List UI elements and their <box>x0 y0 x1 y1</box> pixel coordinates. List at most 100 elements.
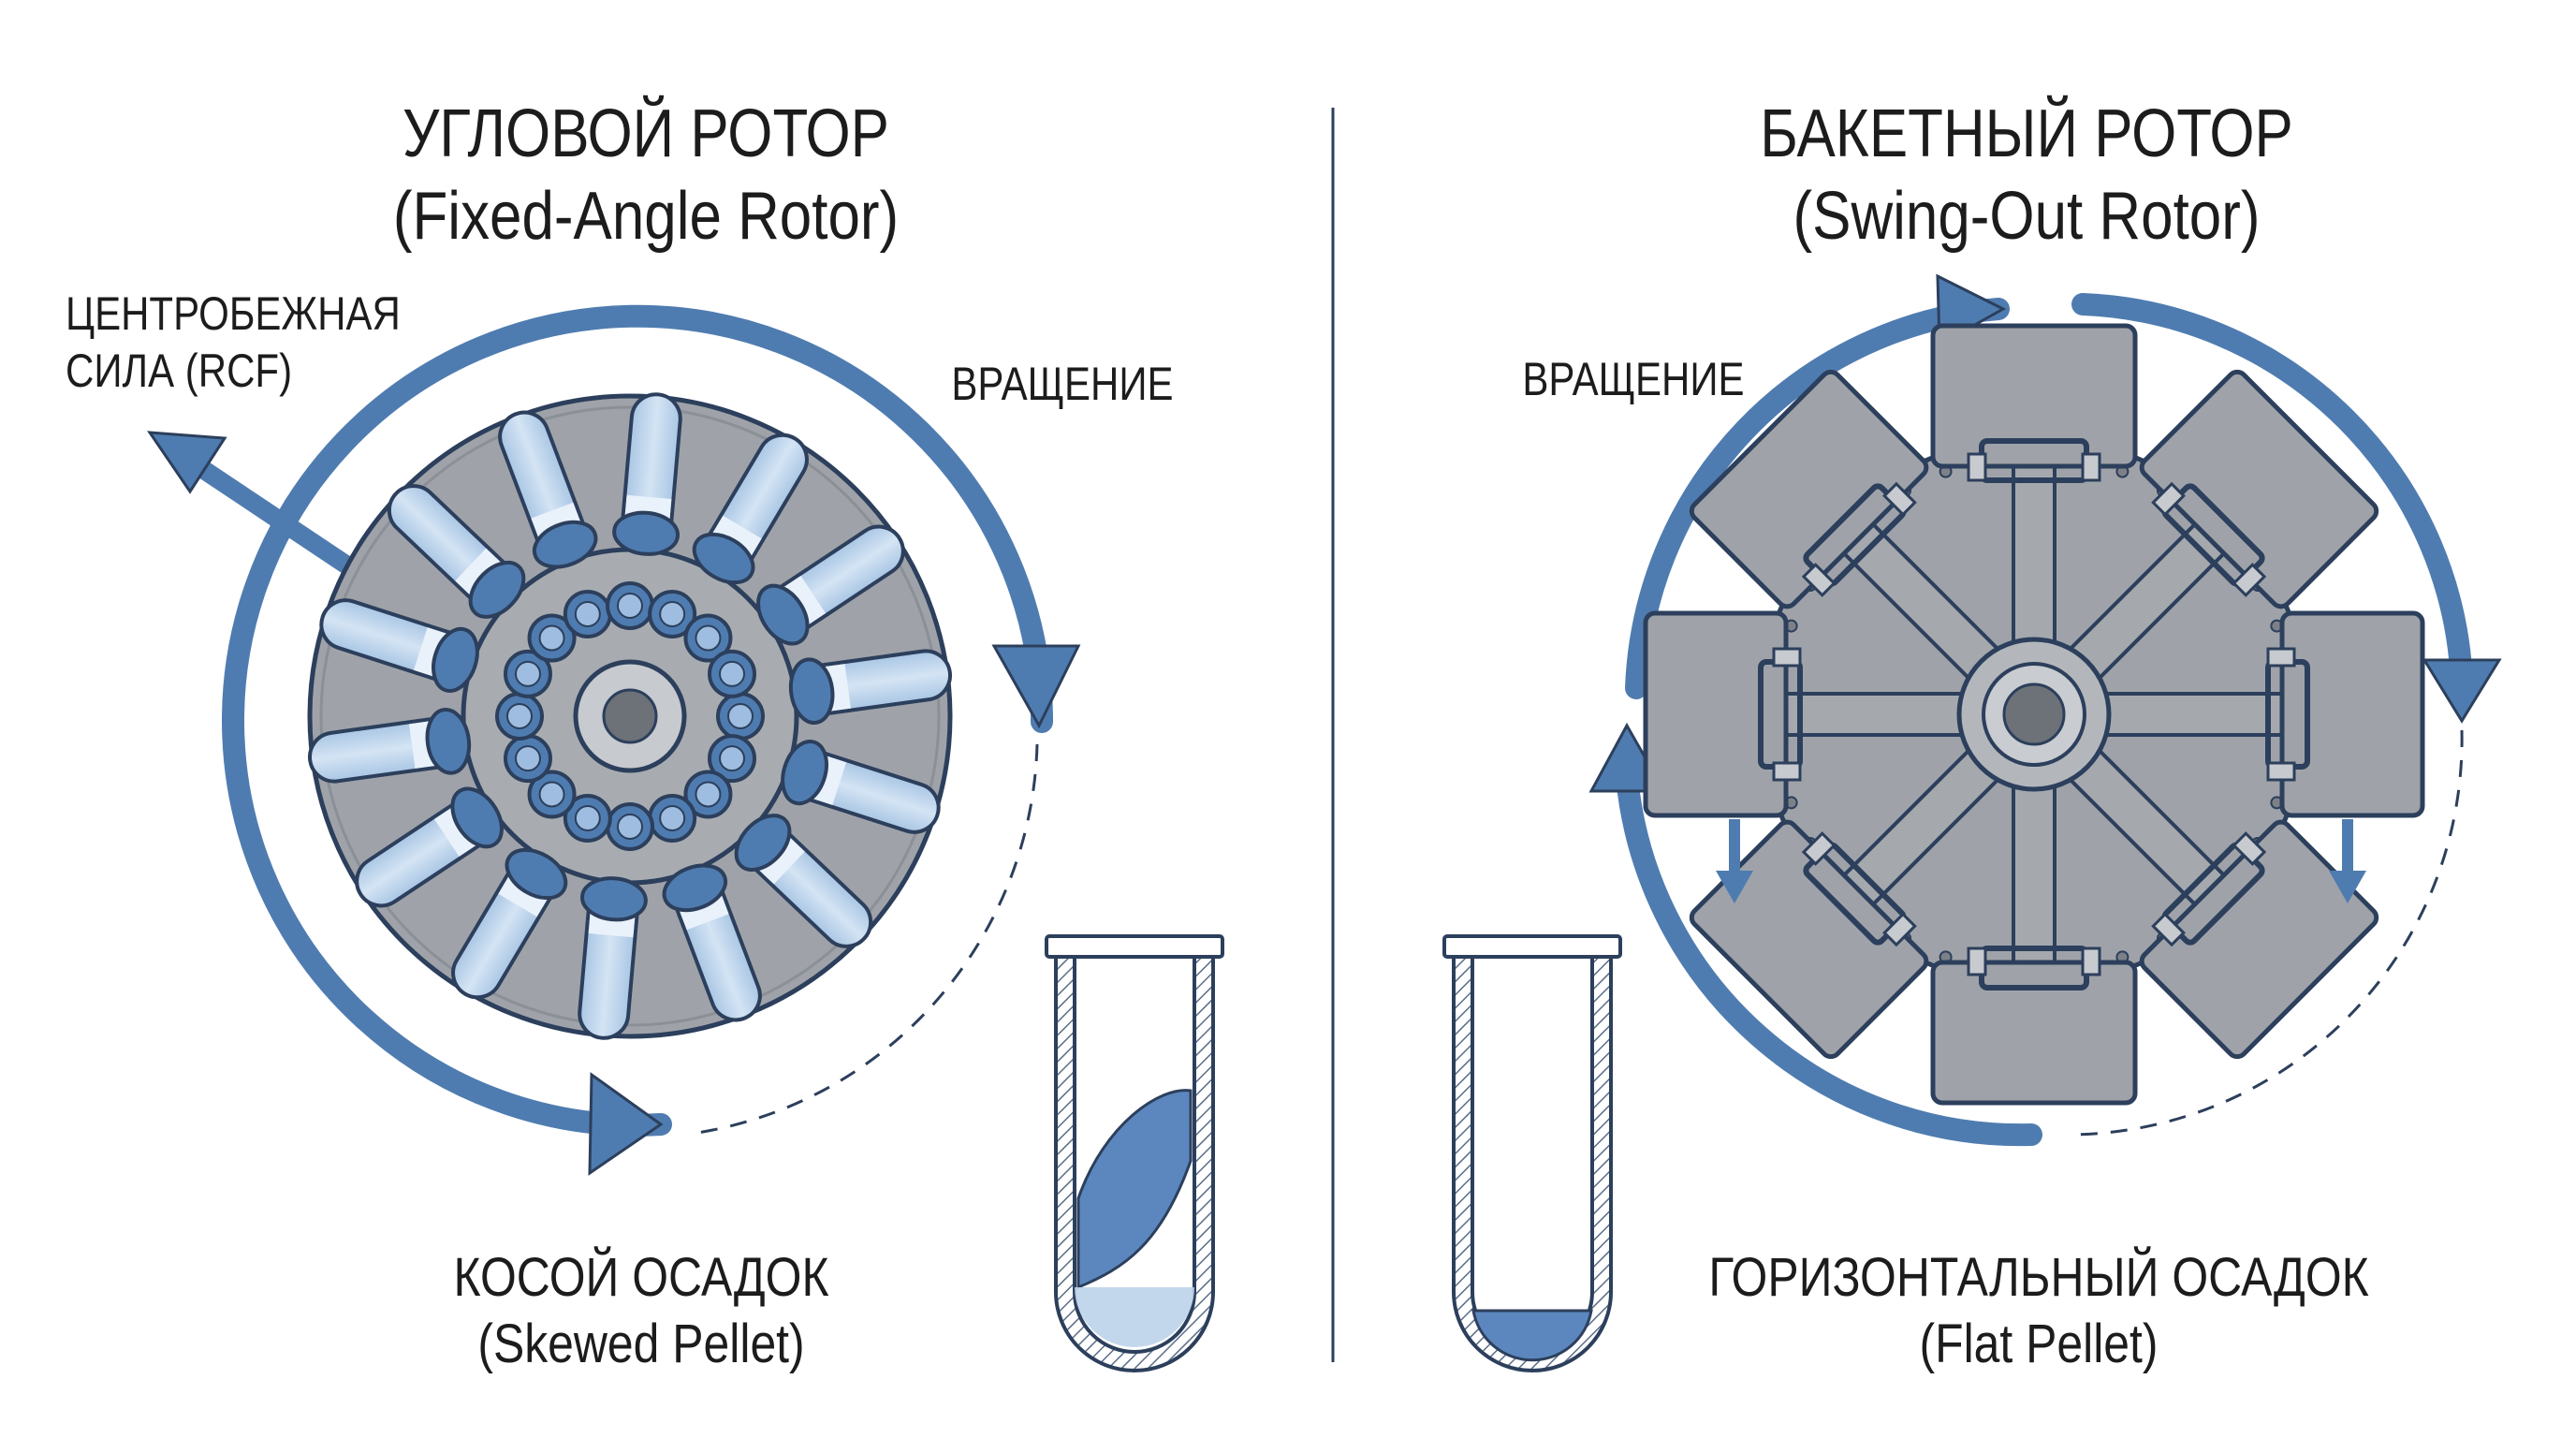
tube-liquid-band <box>498 873 549 917</box>
skewed-pellet-caption: КОСОЙ ОСАДОК (Skewed Pellet) <box>453 1245 828 1378</box>
rotation-arc-left <box>1625 298 2010 699</box>
bucket <box>1689 369 1929 609</box>
angled-tube <box>498 410 598 569</box>
fixed-angle-title-en: (Fixed-Angle Rotor) <box>392 178 900 254</box>
fixed-angle-title: УГЛОВОЙ РОТОР (Fixed-Angle Rotor) <box>393 94 899 258</box>
tube-liquid-band <box>455 548 505 598</box>
fixed-angle-title-ru: УГЛОВОЙ РОТОР <box>402 96 889 171</box>
rotor-hole-inner <box>695 781 722 808</box>
rotor-hole-inner <box>514 660 541 687</box>
bucket-pin-left <box>2232 831 2267 866</box>
bucket-pin-right <box>2081 452 2101 482</box>
tube-cap <box>756 583 810 646</box>
bucket-pin-right <box>2232 563 2267 597</box>
rotation-dashed-arc <box>2068 729 2464 1137</box>
bucket <box>2139 369 2379 609</box>
rotation-arc-right <box>2071 293 2473 695</box>
centrifugal-force-arrowhead <box>147 431 227 494</box>
rotor-hole-inner <box>506 703 533 729</box>
flat-pellet-caption-en: (Flat Pellet) <box>1919 1313 2159 1374</box>
rotor-hole-group <box>495 581 765 851</box>
centrifugal-force-arrow <box>182 450 361 580</box>
rotor-hole-inner <box>574 805 601 832</box>
angled-tube <box>734 814 873 948</box>
tube-cap <box>425 707 472 775</box>
bucket-pin-right <box>1772 647 1802 668</box>
rotor-hole-inner <box>727 703 754 729</box>
rotor-spindle <box>2002 682 2066 746</box>
bucket-pin-right <box>1882 481 1917 517</box>
rotor-hole-inner <box>659 805 686 832</box>
swing-out-title-en: (Swing-Out Rotor) <box>1793 178 2261 254</box>
angled-tube <box>612 392 682 556</box>
bucket <box>1930 323 2138 483</box>
rotation-arc-bottom <box>1616 766 2042 1147</box>
rotation-dashed-arc <box>696 743 1039 1135</box>
bucket-shell <box>1930 960 2138 1106</box>
right-rotation-label: ВРАЩЕНИЕ <box>1522 353 1745 405</box>
rotor-hole-inner <box>719 745 746 772</box>
bucket-shell <box>2139 819 2379 1060</box>
rotor-hole-inner <box>719 660 746 687</box>
centrifugal-force-label-line1: ЦЕНТРОБЕЖНАЯ <box>66 287 401 340</box>
angled-tube <box>387 484 526 619</box>
rotation-arrowhead-right <box>2422 658 2502 724</box>
flat-pellet-caption: ГОРИЗОНТАЛЬНЫЙ ОСАДОК (Flat Pellet) <box>1708 1245 2368 1378</box>
tube-cap <box>450 786 504 849</box>
bucket-pin-left <box>1801 563 1837 597</box>
rotor-hole-inner <box>617 593 643 619</box>
angled-tube <box>692 433 809 585</box>
tube-liquid-band <box>710 515 762 560</box>
rotor-hole-inner <box>538 781 565 808</box>
rotation-arc-top <box>222 304 1054 1137</box>
angled-tube <box>451 847 568 1000</box>
angled-tube <box>307 707 472 784</box>
flat-pellet <box>1471 1309 1593 1362</box>
bucket-pin-right <box>1967 946 1987 976</box>
rotor-spindle <box>602 688 658 744</box>
tube-liquid-band <box>780 576 827 627</box>
tube-cap <box>532 520 598 569</box>
tube-cap <box>788 657 835 726</box>
rotation-arrowhead-right <box>991 644 1081 729</box>
centrifugal-force-label: ЦЕНТРОБЕЖНАЯ СИЛА (RCF) <box>66 286 401 400</box>
rotor-hole-inner <box>574 600 601 627</box>
tube-cap <box>662 863 728 913</box>
fixed-angle-rotor <box>147 304 1081 1176</box>
bucket-pin-right <box>1801 831 1837 866</box>
bucket <box>1643 610 1803 818</box>
skewed-pellet <box>1076 1089 1193 1290</box>
bucket-shell <box>1643 610 1789 818</box>
bucket-shell <box>2279 610 2425 818</box>
tube-cap <box>505 847 568 901</box>
flat-pellet-caption-ru: ГОРИЗОНТАЛЬНЫЙ ОСАДОК <box>1708 1247 2369 1308</box>
tube-cap <box>612 510 681 556</box>
rotor-hole-inner <box>659 600 686 627</box>
flat-pellet-tube <box>1442 934 1622 1372</box>
left-rotation-label: ВРАЩЕНИЕ <box>951 358 1174 410</box>
skewed-pellet-caption-ru: КОСОЙ ОСАДОК <box>453 1247 829 1308</box>
rotor-hole-inner <box>538 624 565 652</box>
bucket <box>1930 946 2138 1106</box>
skewed-pellet-caption-en: (Skewed Pellet) <box>477 1313 805 1374</box>
rotor-hole-inner <box>514 745 541 772</box>
tube-cap <box>432 626 479 693</box>
bucket <box>2265 610 2425 818</box>
swing-out-rotor <box>1588 273 2502 1147</box>
tube-liquid-band <box>433 805 480 857</box>
bucket-shell <box>1930 323 2138 469</box>
angled-tube <box>355 786 504 908</box>
angled-tube <box>756 524 905 646</box>
bucket-pin-left <box>2151 481 2186 517</box>
bucket-pin-right <box>2266 761 2296 782</box>
swing-out-title: БАКЕТНЫЙ РОТОР (Swing-Out Rotor) <box>1760 94 2293 258</box>
centrifugal-force-label-line2: СИЛА (RCF) <box>66 345 293 397</box>
bucket-group <box>1643 323 2425 1106</box>
bucket-shell <box>2139 369 2379 609</box>
angled-tube-group <box>307 392 953 1040</box>
skewed-pellet-tube <box>1045 934 1224 1372</box>
angled-tube <box>788 649 953 726</box>
rotor-hole-inner <box>695 624 722 652</box>
tube-cap <box>692 532 755 585</box>
